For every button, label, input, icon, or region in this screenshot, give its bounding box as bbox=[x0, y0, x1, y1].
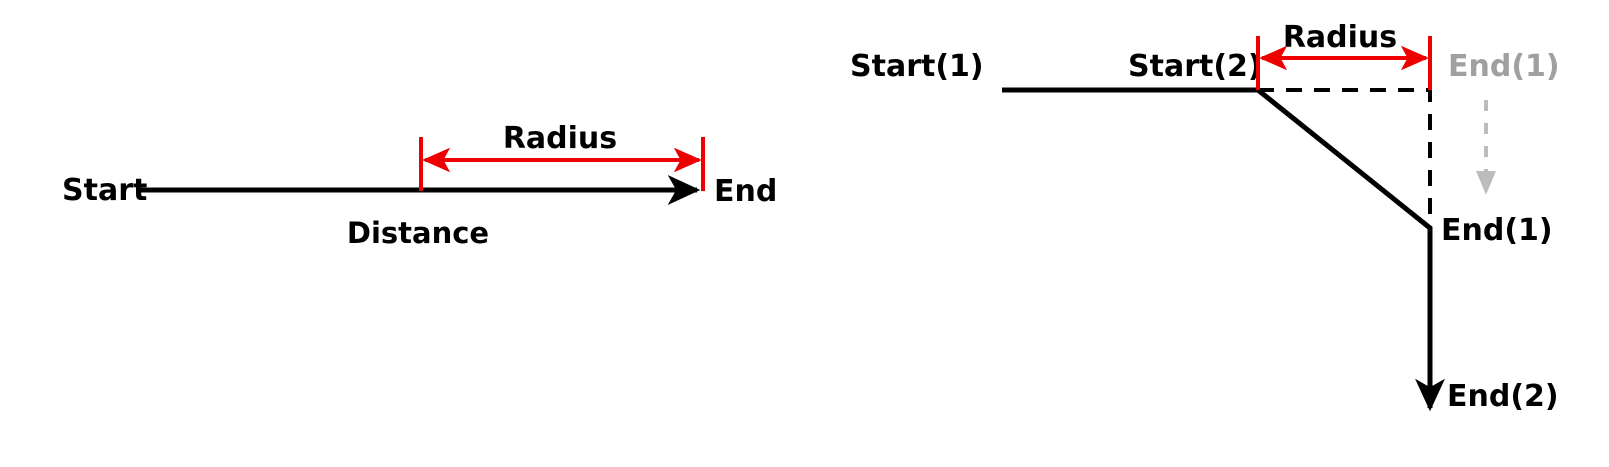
right-panel: Start(1) Start(2) End(1) Radius End(1) E… bbox=[850, 20, 1560, 414]
label-distance: Distance bbox=[347, 216, 489, 250]
label-end-1-ghost: End(1) bbox=[1448, 49, 1560, 84]
label-start-1: Start(1) bbox=[850, 49, 984, 84]
label-end-2: End(2) bbox=[1447, 379, 1559, 414]
label-radius: Radius bbox=[503, 121, 617, 156]
left-panel: Start End Distance Radius bbox=[62, 121, 777, 250]
label-end-1: End(1) bbox=[1441, 213, 1553, 248]
label-radius: Radius bbox=[1283, 20, 1397, 55]
label-start-2: Start(2) bbox=[1128, 49, 1262, 84]
segment-path bbox=[1002, 87, 1445, 412]
label-start: Start bbox=[62, 173, 147, 208]
label-end: End bbox=[714, 174, 777, 209]
